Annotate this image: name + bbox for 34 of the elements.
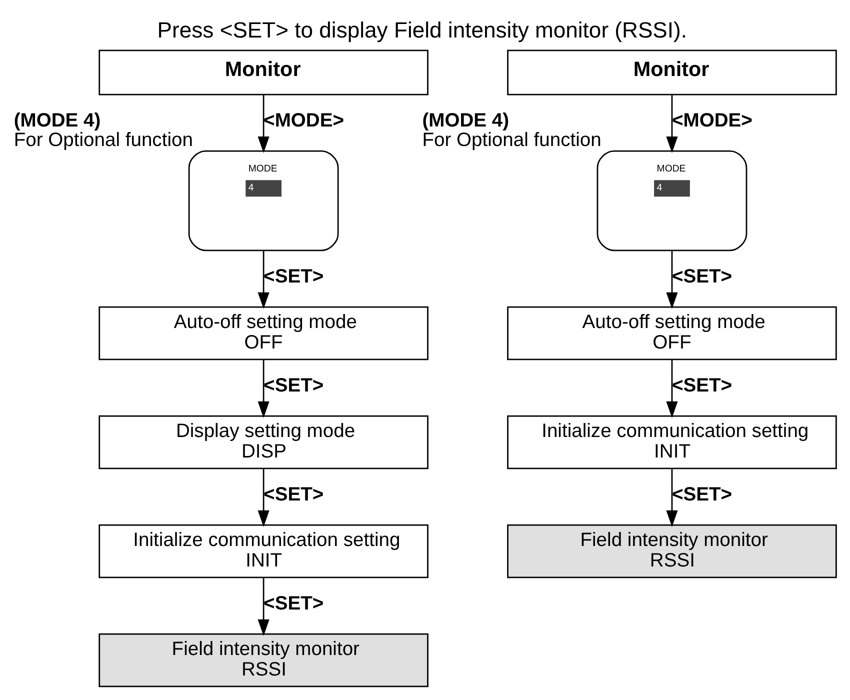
arrow bbox=[258, 94, 270, 153]
arrow bbox=[258, 250, 270, 308]
arrow bbox=[258, 359, 270, 418]
node-box: Field intensity monitor RSSI bbox=[507, 524, 837, 578]
node-label: (MODE 4) bbox=[14, 110, 101, 132]
node-box: Monitor bbox=[507, 49, 837, 95]
node-box: Display setting mode DISP bbox=[98, 414, 428, 469]
edge-label: <SET> bbox=[264, 266, 324, 287]
arrow bbox=[258, 468, 270, 526]
node-box: Initialize communication setting INIT bbox=[507, 414, 837, 469]
edge-label: <SET> bbox=[672, 374, 732, 396]
node-box: MODE 4 bbox=[188, 150, 339, 251]
node-label: (MODE 4) bbox=[422, 110, 510, 132]
node-box: Monitor bbox=[98, 49, 428, 95]
node-box: MODE 4 bbox=[596, 150, 748, 251]
arrow bbox=[666, 359, 678, 418]
node-box: Initialize communication setting INIT bbox=[98, 524, 428, 578]
node-label: For Optional function bbox=[14, 129, 193, 150]
edge-label: <SET> bbox=[264, 374, 324, 396]
edge-label: <SET> bbox=[264, 484, 324, 505]
arrow bbox=[666, 250, 678, 308]
node-label: For Optional function bbox=[422, 129, 602, 150]
arrow bbox=[666, 468, 678, 526]
diagram-title: Press <SET> to display Field intensity monitor (RSSI). bbox=[157, 17, 688, 42]
edge-label: <SET> bbox=[264, 592, 324, 614]
node-box: Auto-off setting mode OFF bbox=[98, 306, 428, 360]
arrow bbox=[258, 577, 270, 636]
node-box: Auto-off setting mode OFF bbox=[507, 306, 837, 360]
edge-label: <SET> bbox=[672, 484, 732, 505]
edge-label: <SET> bbox=[672, 266, 732, 287]
node-box: Field intensity monitor RSSI bbox=[98, 632, 428, 687]
edge-label: <MODE> bbox=[672, 110, 752, 132]
edge-label: <MODE> bbox=[264, 110, 344, 132]
arrow bbox=[666, 94, 678, 153]
